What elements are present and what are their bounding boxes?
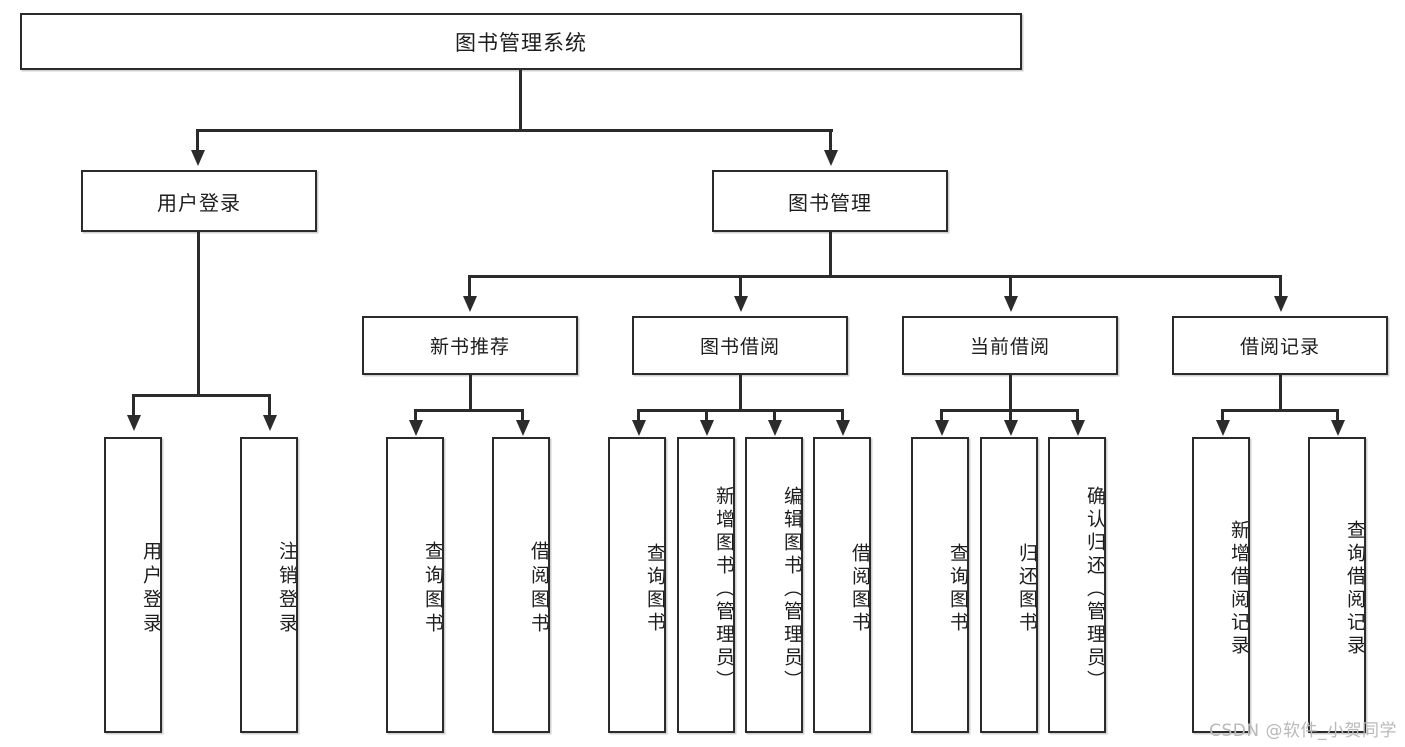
node-label: 新书推荐 [429,336,510,358]
node-label: 查询借阅记录 [1344,520,1366,658]
arrow-bb-to-leaf-3 [768,420,782,436]
connector-nb-to-leaf-2 [521,409,524,422]
leaf-new-book-query-book[interactable]: 查询图书 [386,437,444,733]
connector-bm-to-borrow-record [1279,275,1282,297]
leaf-book-borrow-borrow-book[interactable]: 借阅图书 [813,437,871,733]
connector-root-stem [519,70,522,130]
node-label: 图书管理 [788,190,872,215]
arrow-user-login-to-leaf-1 [127,415,141,431]
connector-book-borrow-stem [739,375,742,411]
connector-br-to-leaf-1 [1221,409,1224,422]
connector-bb-to-leaf-2 [705,409,708,422]
arrow-cb-to-leaf-2 [1004,420,1018,436]
connector-borrow-record-stem [1279,375,1282,411]
node-label: 新增图书（管理员） [713,485,735,693]
node-label: 借阅记录 [1239,336,1320,358]
node-new-book-recommend[interactable]: 新书推荐 [362,316,578,375]
connector-user-login-to-leaf-1 [132,394,135,416]
arrow-bm-to-book-borrow [734,296,748,312]
node-label: 确认归还（管理员） [1084,485,1106,693]
node-label: 用户登录 [157,190,241,215]
connector-new-book-bus [415,409,523,412]
node-label: 用户登录 [140,541,162,637]
connector-root-to-user-login [196,129,199,151]
connector-user-login-stem [197,232,200,396]
connector-root-to-book-management [829,129,832,151]
node-label: 当前借阅 [969,336,1050,358]
leaf-current-borrow-confirm-return-admin[interactable]: 确认归还（管理员） [1048,437,1106,733]
connector-user-login-bus [133,394,270,397]
connector-book-management-stem [829,232,832,277]
connector-bm-to-book-borrow [739,275,742,297]
connector-br-to-leaf-2 [1336,409,1339,422]
arrow-br-to-leaf-1 [1216,420,1230,436]
node-book-management[interactable]: 图书管理 [712,170,948,232]
node-label: 借阅图书 [849,543,871,635]
node-book-borrow[interactable]: 图书借阅 [632,316,848,375]
node-label: 借阅图书 [528,541,550,637]
leaf-current-borrow-query-book[interactable]: 查询图书 [911,437,969,733]
node-label: 查询图书 [422,541,444,637]
connector-bb-to-leaf-3 [773,409,776,422]
connector-borrow-record-bus [1222,409,1338,412]
arrow-bb-to-leaf-4 [836,420,850,436]
leaf-borrow-record-query-record[interactable]: 查询借阅记录 [1308,437,1366,733]
leaf-book-borrow-edit-book-admin[interactable]: 编辑图书（管理员） [745,437,803,733]
leaf-book-borrow-query-book[interactable]: 查询图书 [608,437,666,733]
node-user-login[interactable]: 用户登录 [81,170,317,232]
arrow-bm-to-new-book [463,296,477,312]
leaf-current-borrow-return-book[interactable]: 归还图书 [980,437,1038,733]
arrow-bb-to-leaf-2 [700,420,714,436]
arrow-root-to-user-login [191,150,205,166]
connector-user-login-to-leaf-2 [268,394,271,416]
node-root-book-management-system[interactable]: 图书管理系统 [20,13,1022,70]
arrow-cb-to-leaf-3 [1071,420,1085,436]
connector-bb-to-leaf-4 [841,409,844,422]
node-label: 图书管理系统 [455,30,587,55]
node-label: 图书借阅 [699,336,780,358]
leaf-new-book-borrow-book[interactable]: 借阅图书 [492,437,550,733]
leaf-user-login-login[interactable]: 用户登录 [104,437,162,733]
connector-current-borrow-stem [1009,375,1012,411]
connector-bb-to-leaf-1 [637,409,640,422]
arrow-bb-to-leaf-1 [632,420,646,436]
arrow-bm-to-borrow-record [1274,296,1288,312]
connector-nb-to-leaf-1 [414,409,417,422]
arrow-cb-to-leaf-1 [935,420,949,436]
leaf-borrow-record-add-record[interactable]: 新增借阅记录 [1192,437,1250,733]
connector-root-bus [197,129,833,132]
node-label: 查询图书 [947,543,969,635]
connector-bm-to-current-borrow [1009,275,1012,297]
node-label: 归还图书 [1016,543,1038,635]
node-borrow-record[interactable]: 借阅记录 [1172,316,1388,375]
node-label: 编辑图书（管理员） [781,485,803,693]
leaf-book-borrow-add-book-admin[interactable]: 新增图书（管理员） [677,437,735,733]
connector-new-book-stem [469,375,472,411]
node-label: 查询图书 [644,543,666,635]
arrow-nb-to-leaf-1 [409,420,423,436]
leaf-user-login-logout[interactable]: 注销登录 [240,437,298,733]
arrow-bm-to-current-borrow [1004,296,1018,312]
node-label: 注销登录 [276,541,298,637]
node-current-borrow[interactable]: 当前借阅 [902,316,1118,375]
connector-cb-to-leaf-2 [1009,409,1012,422]
arrow-root-to-book-management [824,150,838,166]
arrow-user-login-to-leaf-2 [263,415,277,431]
connector-bm-to-new-book [468,275,471,297]
node-label: 新增借阅记录 [1228,520,1250,658]
connector-book-borrow-bus [638,409,843,412]
connector-cb-to-leaf-3 [1076,409,1079,422]
connector-cb-to-leaf-1 [940,409,943,422]
connector-book-management-bus [469,275,1281,278]
arrow-nb-to-leaf-2 [516,420,530,436]
arrow-br-to-leaf-2 [1331,420,1345,436]
